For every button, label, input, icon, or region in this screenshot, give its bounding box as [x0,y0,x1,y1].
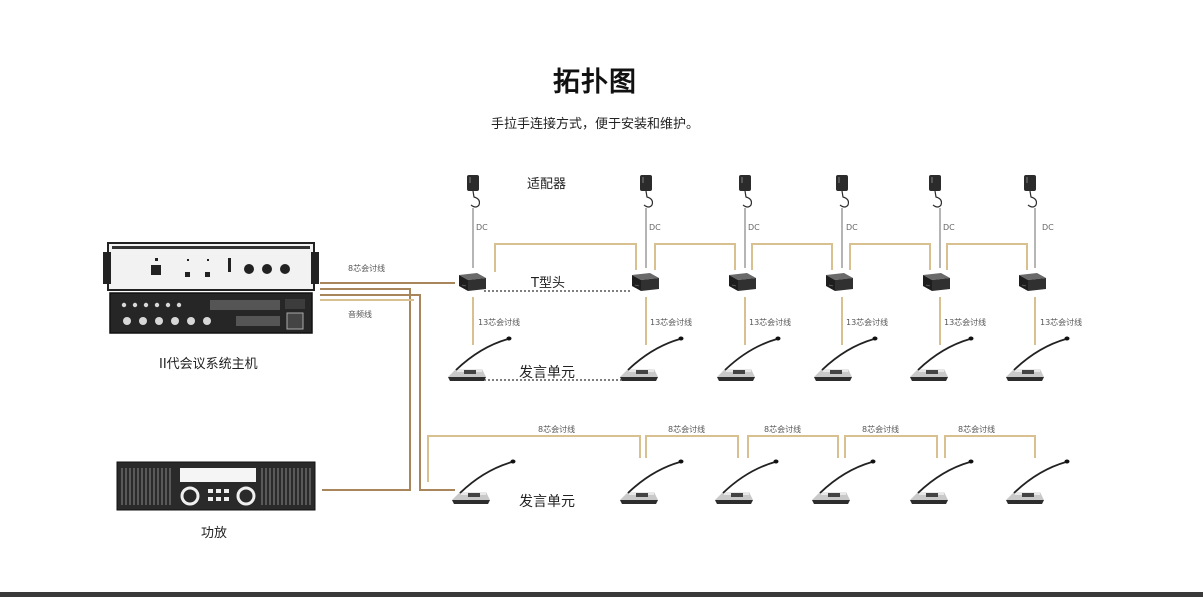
dc-label: DC [943,223,955,232]
page-title: 拓扑图 [553,67,637,98]
dc-label: DC [649,223,661,232]
host-label: II代会议系统主机 [159,357,258,372]
gooseneck-microphone-icon [447,335,513,382]
gooseneck-microphone-icon [619,335,685,382]
cable-label-host-8core: 8芯会讨线 [348,263,385,273]
t-head-label: T型头 [530,276,565,291]
cable-label-8core: 8芯会讨线 [862,424,899,434]
13core-lines [472,297,1036,345]
t-junction-box-icon [922,272,951,292]
cable-label-8core: 8芯会讨线 [538,424,575,434]
cable-label-8core: 8芯会讨线 [764,424,801,434]
power-adapter-icon [466,174,481,208]
gooseneck-microphone-icon [811,458,877,505]
cable-label-13core: 13芯会讨线 [846,317,888,327]
cable-label-8core: 8芯会讨线 [958,424,995,434]
gooseneck-microphone-icon [909,458,975,505]
cable-label-13core: 13芯会讨线 [749,317,791,327]
host-cables [320,282,455,491]
t-junction-box-icon [1018,272,1047,292]
conference-host-icon [103,242,319,334]
gooseneck-microphone-icon [716,335,782,382]
power-adapter-icon [835,174,850,208]
adapter-label: 适配器 [527,177,566,192]
t-junction-box-icon [728,272,757,292]
page-subtitle: 手拉手连接方式，便于安装和维护。 [490,117,699,132]
gooseneck-microphone-icon [619,458,685,505]
upper-8core-links [494,243,1028,272]
cable-label-8core: 8芯会讨线 [668,424,705,434]
gooseneck-microphone-icon [1005,335,1071,382]
lower-8core-links [427,435,1036,482]
speaker-unit-label: 发言单元 [519,365,575,381]
dc-label: DC [846,223,858,232]
cable-label-13core: 13芯会讨线 [650,317,692,327]
cable-label-13core: 13芯会讨线 [478,317,520,327]
cable-label-13core: 13芯会讨线 [944,317,986,327]
t-junction-box-icon [825,272,854,292]
bottom-divider [0,592,1203,597]
power-adapter-icon [738,174,753,208]
gooseneck-microphone-icon [909,335,975,382]
t-junction-box-icon [631,272,660,292]
gooseneck-microphone-icon [813,335,879,382]
power-adapter-icon [639,174,654,208]
cable-label-audio: 音频线 [348,309,372,319]
dc-label: DC [1042,223,1054,232]
t-junction-box-icon [458,272,487,292]
gooseneck-microphone-icon [714,458,780,505]
dc-label: DC [476,223,488,232]
dc-label: DC [748,223,760,232]
speaker-unit-label-lower: 发言单元 [519,494,575,510]
cable-label-13core: 13芯会讨线 [1040,317,1082,327]
amplifier-label: 功放 [201,526,227,541]
gooseneck-microphone-icon [1005,458,1071,505]
power-adapter-icon [1023,174,1038,208]
gooseneck-microphone-icon [451,458,517,505]
tbox-dotted-link [484,290,632,381]
dc-lines [472,208,1036,268]
power-amplifier-icon [116,461,316,511]
power-adapter-icon [928,174,943,208]
